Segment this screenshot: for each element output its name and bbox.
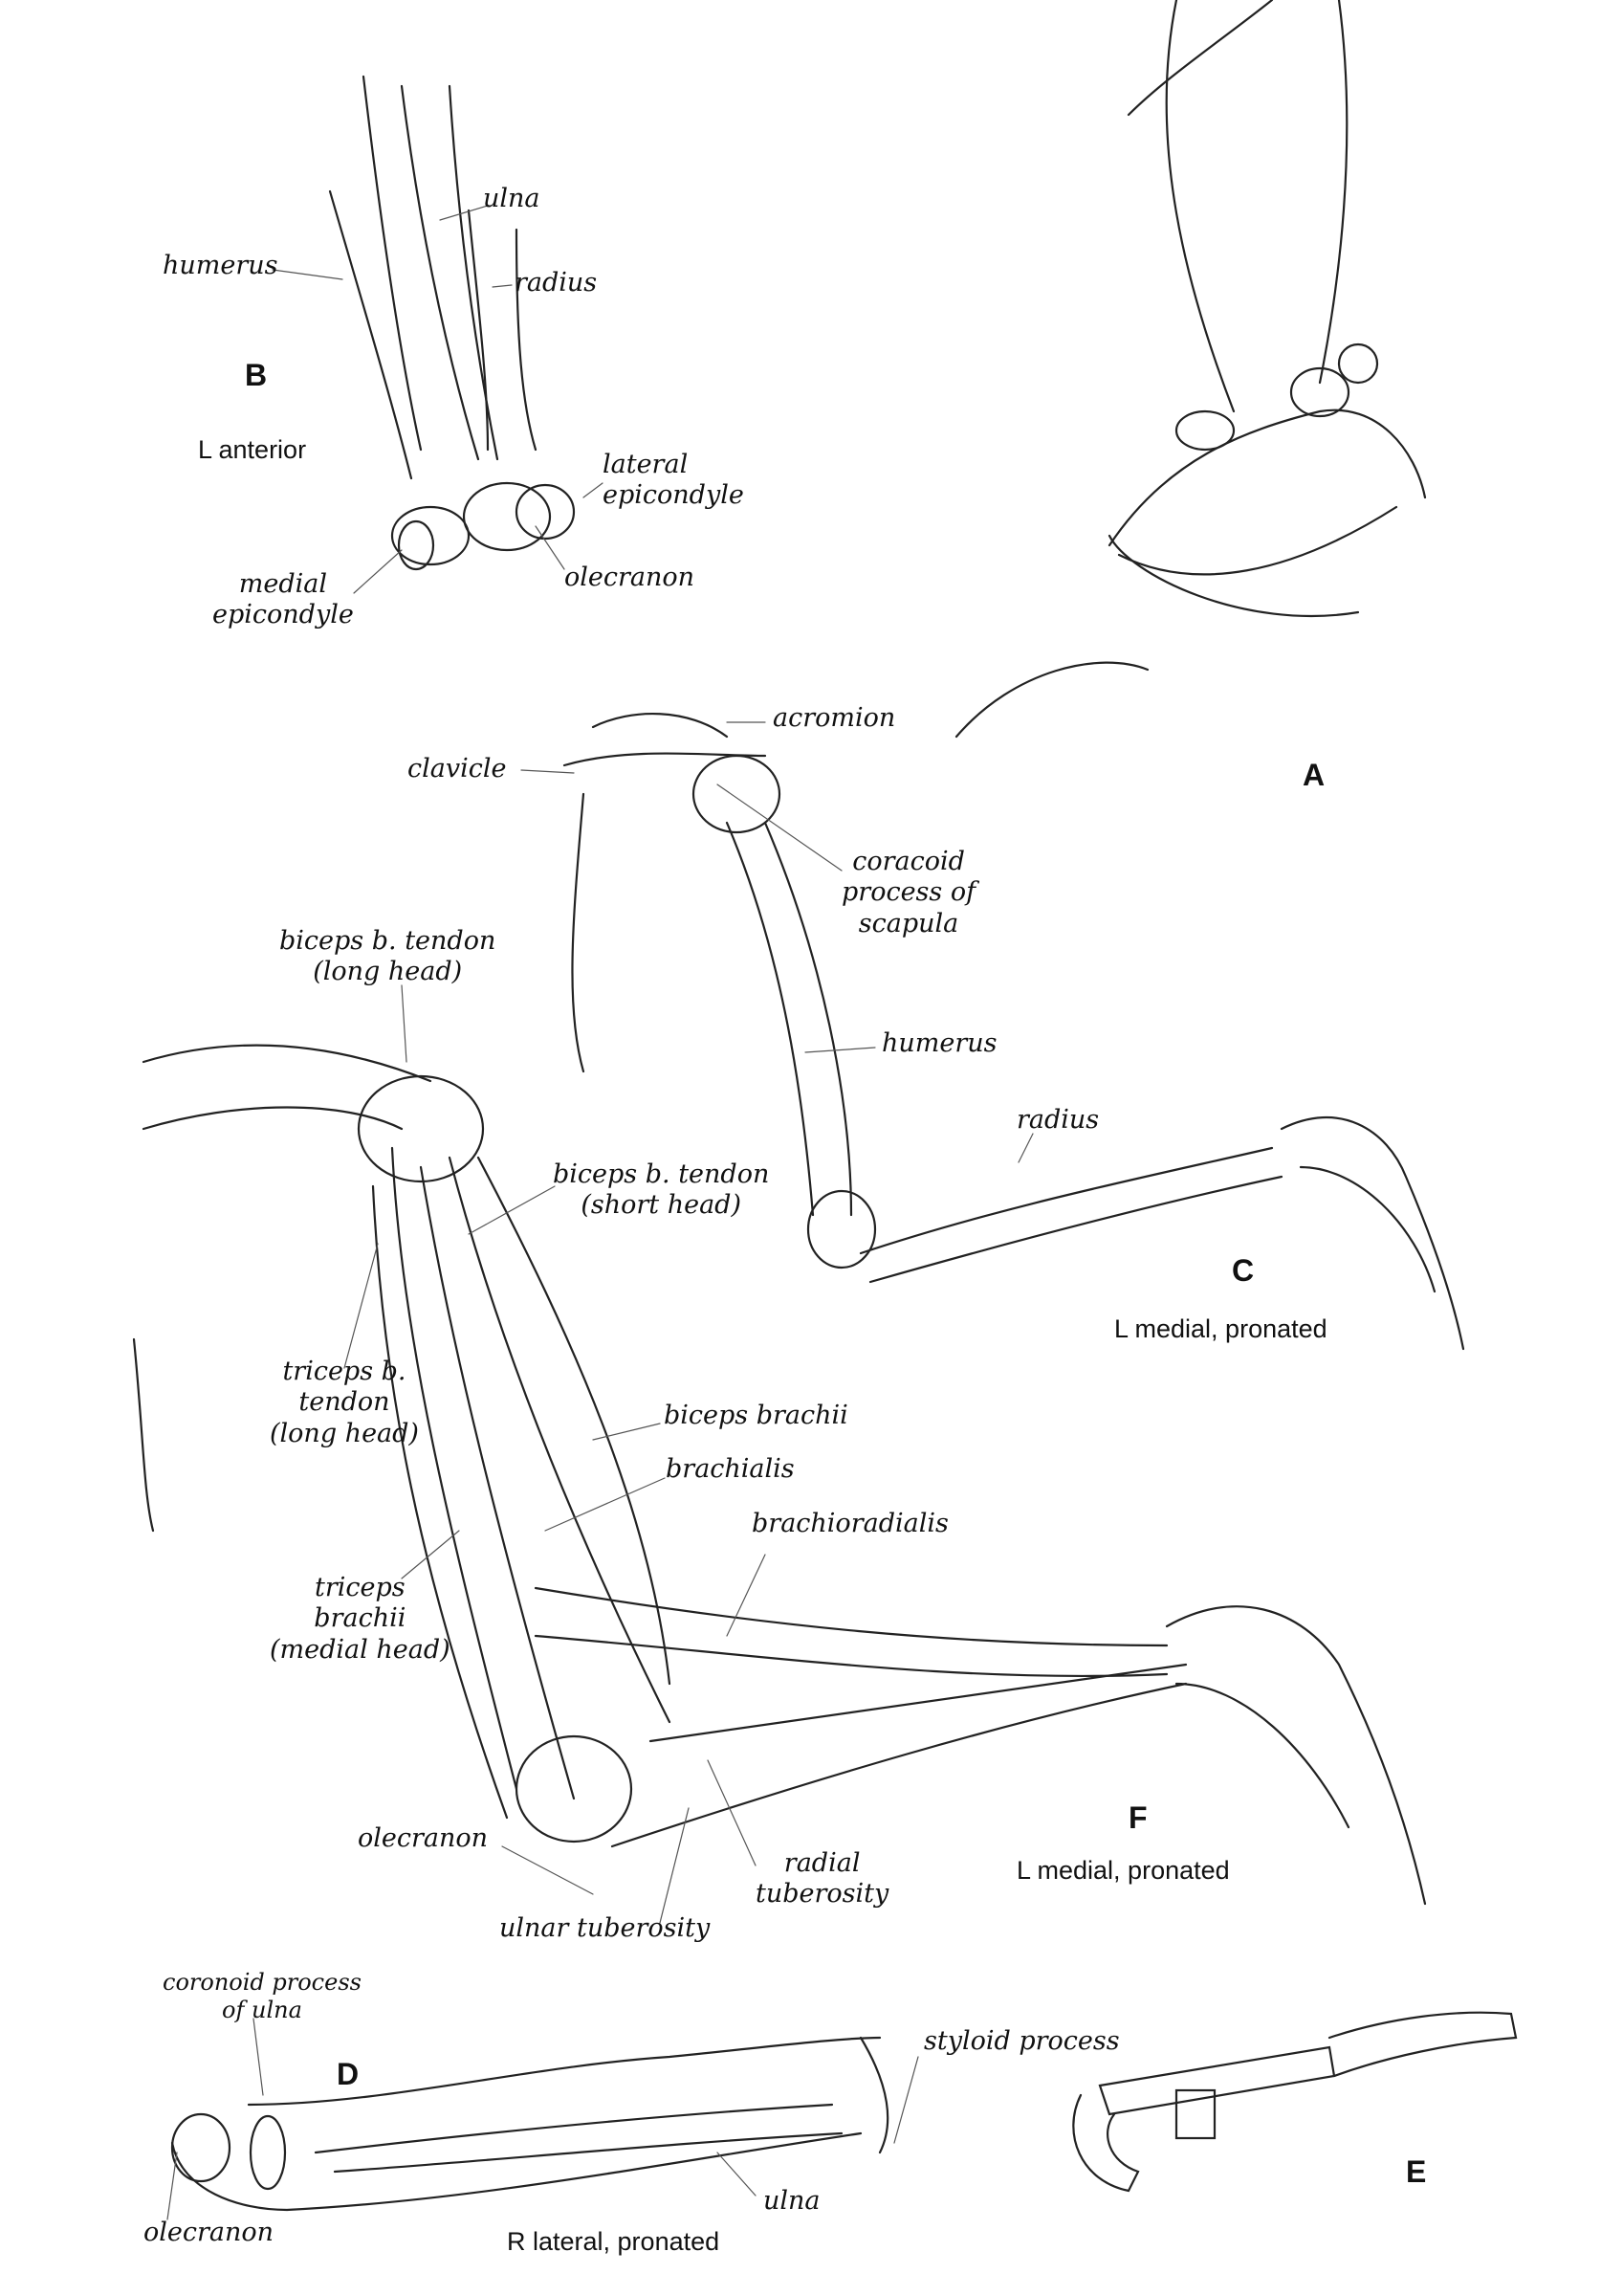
label-b-medial-epicondyle: medial epicondyle (212, 569, 354, 630)
figure-d-forearm-bones (166, 2018, 919, 2220)
figure-b-elbow (272, 75, 603, 594)
label-b-radius: radius (515, 268, 598, 298)
figure-f-arm-muscles (132, 984, 1427, 1924)
label-c-humerus: humerus (882, 1028, 998, 1058)
label-d-olecranon: olecranon (143, 2218, 274, 2247)
caption-f: L medial, pronated (1017, 1856, 1230, 1885)
caption-c: L medial, pronated (1114, 1314, 1327, 1343)
label-f-ulnar-tuberosity: ulnar tuberosity (499, 1913, 711, 1943)
label-b-ulna: ulna (483, 184, 540, 213)
label-f-brachialis: brachialis (666, 1454, 795, 1484)
label-f-triceps-medial-head: triceps brachii (medial head) (270, 1573, 450, 1665)
label-f-biceps-long-head: biceps b. tendon (long head) (279, 926, 496, 987)
label-d-coronoid: coronoid process of ulna (163, 1969, 362, 2023)
label-d-styloid: styloid process (924, 2026, 1120, 2056)
label-b-lateral-epicondyle: lateral epicondyle (603, 450, 744, 511)
figure-c-arm-skeleton (520, 712, 1465, 1351)
label-d-ulna: ulna (763, 2186, 821, 2216)
label-f-brachioradialis: brachioradialis (752, 1509, 949, 1538)
label-f-olecranon: olecranon (358, 1823, 489, 1853)
panel-letter-f: F (1129, 1800, 1148, 1835)
label-c-coracoid: coracoid process of scapula (842, 847, 976, 938)
label-b-humerus: humerus (163, 251, 278, 280)
label-c-radius: radius (1017, 1105, 1100, 1135)
label-f-radial-tuberosity: radial tuberosity (756, 1848, 889, 1910)
label-c-acromion: acromion (773, 703, 896, 733)
panel-letter-c: C (1232, 1253, 1255, 1288)
panel-letter-e: E (1406, 2154, 1427, 2189)
figure-a-arm-wrench (954, 0, 1427, 739)
label-b-olecranon: olecranon (564, 563, 695, 592)
label-f-biceps-brachii: biceps brachii (664, 1401, 848, 1430)
caption-b: L anterior (198, 435, 307, 464)
panel-letter-d: D (337, 2057, 360, 2091)
label-f-biceps-short-head: biceps b. tendon (short head) (553, 1159, 770, 1221)
panel-letter-b: B (245, 358, 268, 392)
label-c-clavicle: clavicle (407, 754, 507, 784)
panel-letter-a: A (1303, 758, 1326, 792)
figure-e-pipe-wrench (1072, 2011, 1518, 2193)
caption-d: R lateral, pronated (507, 2227, 720, 2256)
label-f-triceps-tendon: triceps b. tendon (long head) (270, 1357, 419, 1448)
